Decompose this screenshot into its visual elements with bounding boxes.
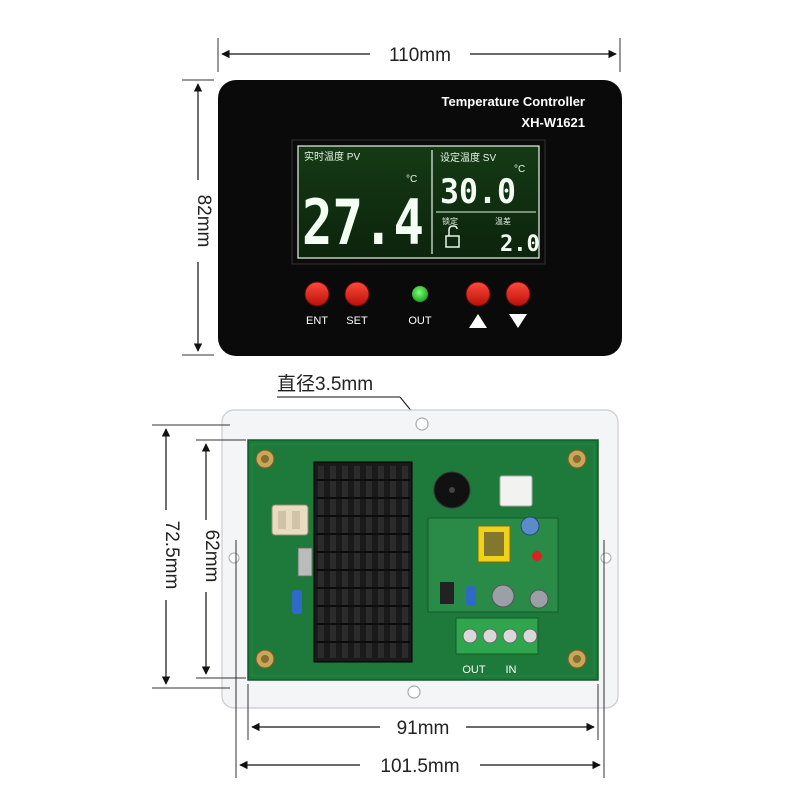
pcb-width-label: 91mm <box>397 718 450 739</box>
inner-height-dimension: 62mm <box>196 439 246 679</box>
button-set[interactable]: SET <box>344 281 370 327</box>
sv-value: 30.0 <box>440 172 516 212</box>
top-width-dimension: 110mm <box>217 38 621 72</box>
plate-width-label: 101.5mm <box>380 756 459 777</box>
mounting-hole-left <box>228 552 240 564</box>
button-ent[interactable]: ENT <box>304 281 330 327</box>
diff-value: 2.0 <box>500 232 540 257</box>
out-label: OUT <box>408 315 432 327</box>
screw-top-right <box>567 449 587 469</box>
mounting-hole-right <box>600 552 612 564</box>
heatsink-fin <box>330 466 336 658</box>
outer-height-label: 72.5mm <box>161 521 182 590</box>
buzzer <box>433 471 471 509</box>
pcb-width-dimension: 91mm <box>247 684 599 740</box>
outer-height-dimension: 72.5mm <box>152 424 230 689</box>
electrolytic-capacitor-1 <box>520 516 540 536</box>
pv-label: 实时温度 PV <box>304 150 360 163</box>
ic-chip <box>440 582 454 604</box>
top-height-dimension: 82mm <box>182 79 214 356</box>
heatsink-fin <box>378 466 384 658</box>
transistor <box>297 547 313 577</box>
heatsink <box>313 461 413 663</box>
led-red <box>532 551 542 561</box>
mounting-hole-bottom <box>407 685 421 699</box>
unlock-icon <box>445 225 460 248</box>
heatsink-fin <box>318 466 324 658</box>
pv-unit: °C <box>406 174 417 185</box>
power-supply-module <box>427 516 559 613</box>
ent-label: ENT <box>306 315 328 327</box>
diff-label: 温差 <box>495 216 511 226</box>
button-up[interactable] <box>465 281 491 328</box>
screw-top-left <box>255 449 275 469</box>
screw-bottom-left <box>255 649 275 669</box>
ssr-relay-module <box>271 504 309 536</box>
capacitor-blue-2 <box>466 586 476 606</box>
sv-label: 设定温度 SV <box>440 151 496 164</box>
heatsink-fin <box>354 466 360 658</box>
pcb-board: OUT IN <box>247 439 599 681</box>
front-panel: Temperature Controller XH-W1621 实时温度 PV … <box>218 80 622 356</box>
lock-label: 锁定 <box>442 216 458 226</box>
button-down[interactable] <box>505 281 531 328</box>
heatsink-fin <box>402 466 408 658</box>
panel-model: XH-W1621 <box>521 115 585 130</box>
panel-title: Temperature Controller <box>441 94 585 109</box>
electrolytic-capacitor-3 <box>529 589 549 609</box>
top-width-label: 110mm <box>389 45 451 66</box>
heatsink-fin <box>342 466 348 658</box>
jst-connector <box>499 475 533 507</box>
mounting-hole-top <box>415 417 429 431</box>
heatsink-fin <box>390 466 396 658</box>
inner-height-label: 62mm <box>201 530 222 583</box>
capacitor-blue <box>292 590 302 614</box>
pv-value: 27.4 <box>302 186 424 259</box>
screw-bottom-right <box>567 649 587 669</box>
top-height-label: 82mm <box>193 195 214 248</box>
sv-unit: °C <box>514 164 525 175</box>
plate-width-dimension: 101.5mm <box>235 540 605 778</box>
terminal-out-label: OUT <box>462 664 486 676</box>
terminal-in-label: IN <box>506 664 517 676</box>
electrolytic-capacitor-2 <box>491 584 515 608</box>
out-indicator-led: OUT <box>408 286 432 327</box>
lcd-display: 实时温度 PV 27.4 °C 设定温度 SV °C 30.0 锁定 温差 2.… <box>291 139 546 265</box>
terminal-block <box>455 617 539 655</box>
down-arrow-icon <box>509 314 527 328</box>
heatsink-fin <box>366 466 372 658</box>
hole-diameter-label: 直径3.5mm <box>277 373 373 395</box>
set-label: SET <box>346 315 368 327</box>
up-arrow-icon <box>469 314 487 328</box>
